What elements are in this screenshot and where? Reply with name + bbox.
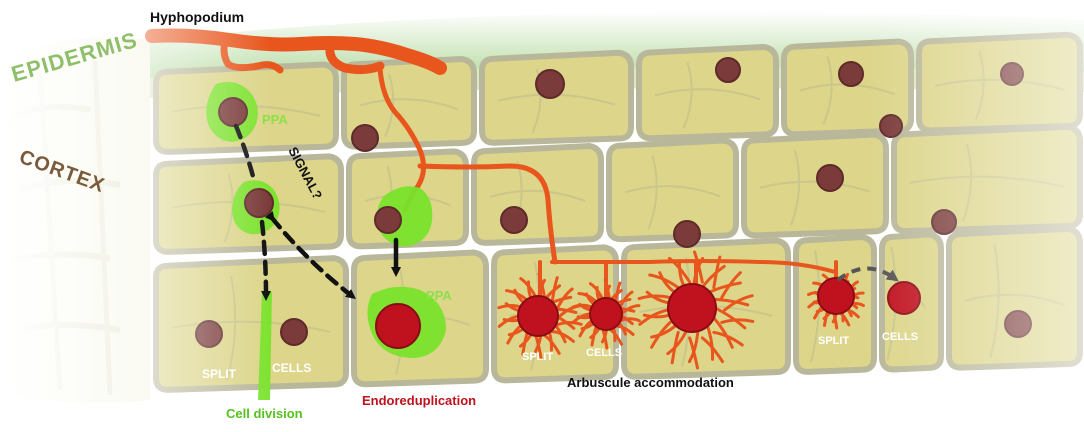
cells-label-2: CELLS <box>586 347 622 359</box>
ppa-label-bottom: PPA <box>426 288 452 303</box>
split-label-3: SPLIT <box>818 335 849 347</box>
split-label-2: SPLIT <box>522 351 553 363</box>
cell-nucleus <box>715 57 741 83</box>
cell-nucleus <box>1000 62 1024 86</box>
cells-label-1: CELLS <box>272 361 311 375</box>
caption-cell-division: Cell division <box>226 406 303 421</box>
enlarged-nucleus <box>667 283 717 333</box>
enlarged-nucleus <box>887 281 921 315</box>
cortex-cell <box>606 137 739 243</box>
enlarged-nucleus <box>375 303 421 349</box>
enlarged-nucleus <box>517 295 559 337</box>
cells-label-3: CELLS <box>882 331 918 343</box>
cortex-cell <box>916 31 1083 134</box>
cortex-cell <box>891 123 1083 235</box>
caption-endoreduplication: Endoreduplication <box>362 393 476 408</box>
cell-nucleus <box>931 209 957 235</box>
cell-nucleus <box>879 114 903 138</box>
cortex-cell <box>153 255 349 393</box>
cell-nucleus <box>351 124 379 152</box>
cell-nucleus <box>218 97 248 127</box>
cell-nucleus <box>500 206 528 234</box>
cell-nucleus <box>1004 310 1032 338</box>
cell-nucleus <box>673 220 701 248</box>
caption-arbuscule-accommodation: Arbuscule accommodation <box>567 375 734 390</box>
cortex-cell <box>479 49 634 146</box>
ppa-label-top: PPA <box>262 112 288 127</box>
cell-nucleus <box>244 188 274 218</box>
enlarged-nucleus <box>589 297 623 331</box>
root-cross-section <box>0 37 150 404</box>
cell-nucleus <box>535 69 565 99</box>
hyphopodium-label: Hyphopodium <box>150 9 244 25</box>
split-label-1: SPLIT <box>202 367 237 381</box>
cortex-cell <box>741 131 889 239</box>
cortex-cell <box>946 225 1083 371</box>
cortex-cell <box>471 142 604 246</box>
cell-nucleus <box>838 61 864 87</box>
cell-nucleus <box>195 320 223 348</box>
cell-nucleus <box>816 164 844 192</box>
cortex-cell <box>636 43 779 142</box>
cell-nucleus <box>374 206 402 234</box>
enlarged-nucleus <box>817 277 855 315</box>
cell-nucleus <box>280 318 308 346</box>
